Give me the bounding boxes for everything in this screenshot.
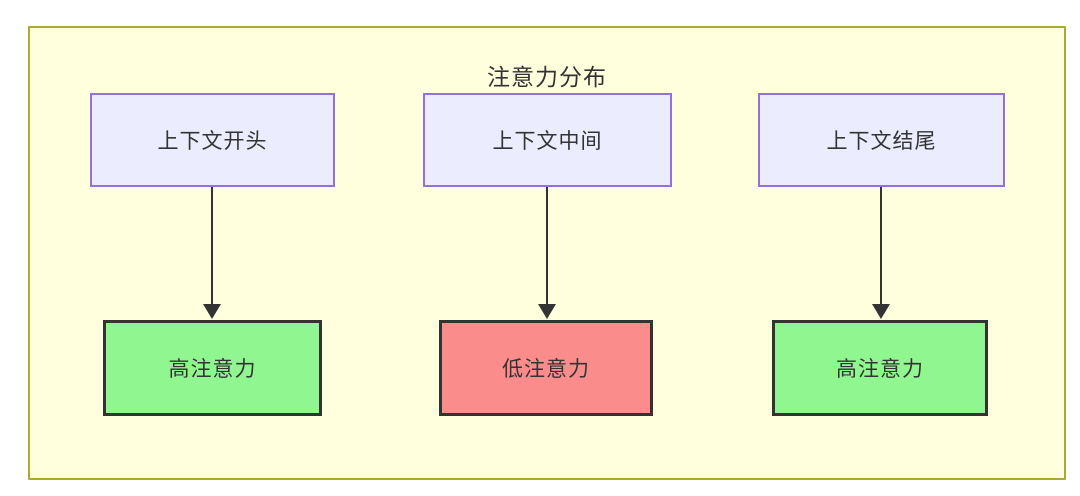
arrowhead-down-icon	[538, 304, 556, 319]
node-context-end-label: 上下文结尾	[826, 130, 937, 153]
node-context-beginning: 上下文开头	[90, 93, 335, 187]
arrow-middle-to-attention	[538, 187, 556, 320]
node-context-middle: 上下文中间	[423, 93, 672, 187]
node-attention-high-right: 高注意力	[772, 320, 988, 416]
node-context-beginning-label: 上下文开头	[157, 130, 268, 153]
arrowhead-down-icon	[872, 304, 890, 319]
node-attention-high-left: 高注意力	[103, 320, 322, 416]
node-attention-high-left-label: 高注意力	[168, 358, 257, 381]
arrow-line	[546, 187, 548, 305]
diagram-title: 注意力分布	[487, 64, 607, 90]
node-attention-low-middle-label: 低注意力	[502, 358, 590, 381]
node-context-end: 上下文结尾	[758, 93, 1005, 187]
arrow-line	[880, 187, 882, 305]
attention-distribution-diagram: 注意力分布 上下文开头 高注意力 上下文中间 低注意力 上下文结尾 高注意力	[28, 26, 1066, 480]
node-context-middle-label: 上下文中间	[492, 130, 603, 153]
arrow-beginning-to-attention	[203, 187, 221, 320]
node-attention-high-right-label: 高注意力	[836, 358, 924, 381]
arrow-end-to-attention	[872, 187, 890, 320]
node-attention-low-middle: 低注意力	[439, 320, 653, 416]
arrowhead-down-icon	[203, 304, 221, 319]
arrow-line	[211, 187, 213, 305]
